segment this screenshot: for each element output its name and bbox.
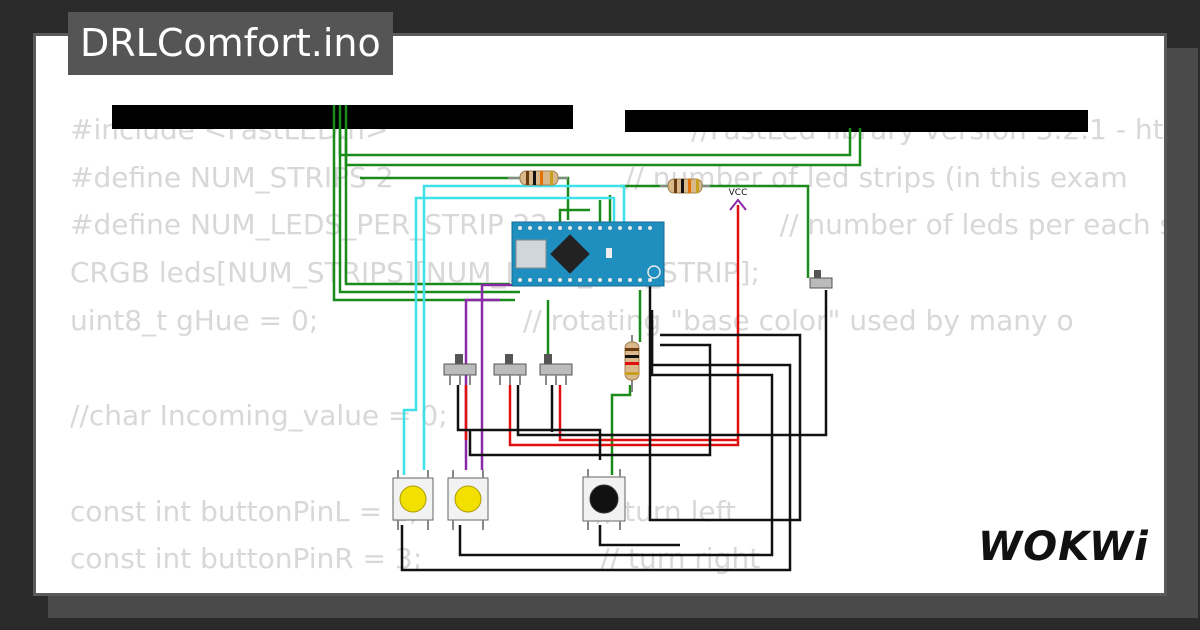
page-title: DRLComfort.ino (68, 12, 393, 75)
arduino-nano-board (511, 221, 665, 287)
resistor-top-left (508, 170, 568, 186)
pushbutton-right-yellow (447, 470, 489, 530)
slide-switch-1 (443, 354, 477, 385)
code-line: const int buttonPinE = 4; // emergency —… (70, 583, 1164, 593)
vcc-marker: VCC (729, 188, 748, 211)
led-strip-left (112, 105, 573, 129)
pushbutton-left-yellow (392, 470, 434, 530)
pushbutton-emergency-black (582, 469, 626, 530)
black-wires (400, 285, 828, 572)
slide-switch-3 (539, 354, 573, 385)
led-strip-right (625, 110, 1088, 132)
purple-wire (480, 283, 520, 470)
green-wires (332, 105, 862, 475)
wokwi-logo: WOKWi (978, 524, 1149, 570)
resistor-top-right (660, 178, 710, 194)
resistor-vertical (624, 335, 640, 392)
cyan-wires (402, 184, 626, 475)
vcc-label: VCC (729, 188, 748, 198)
slide-switch-2 (493, 354, 527, 385)
slide-switch-4 (809, 270, 833, 289)
